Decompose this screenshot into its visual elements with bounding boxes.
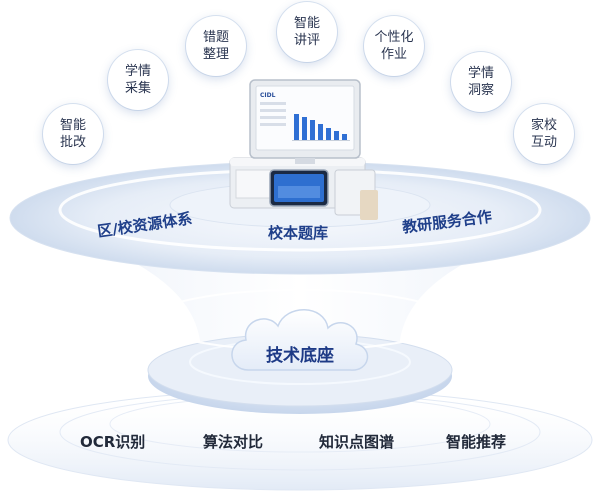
bubble-smart-review: 智能 讲评	[277, 2, 337, 62]
screen-logo: CIDL	[260, 92, 276, 99]
bubble-learning-insight: 学情 洞察	[451, 52, 511, 112]
bubble-home-school: 家校 互动	[514, 104, 574, 164]
label-school-question-bank: 校本题库	[268, 224, 329, 242]
label-smart-recommend: 智能推荐	[446, 433, 507, 451]
label-algorithm-compare: 算法对比	[203, 433, 264, 451]
bubble-smart-grading: 智能 批改	[43, 104, 103, 164]
bubble-personal-homework: 个性化 作业	[364, 16, 424, 76]
label-ocr: OCR识别	[80, 433, 146, 451]
bubble-learning-collection: 学情 采集	[108, 50, 168, 110]
label-tech-foundation: 技术底座	[266, 346, 334, 366]
bubble-error-organize: 错题 整理	[186, 16, 246, 76]
label-knowledge-graph: 知识点图谱	[319, 433, 395, 451]
